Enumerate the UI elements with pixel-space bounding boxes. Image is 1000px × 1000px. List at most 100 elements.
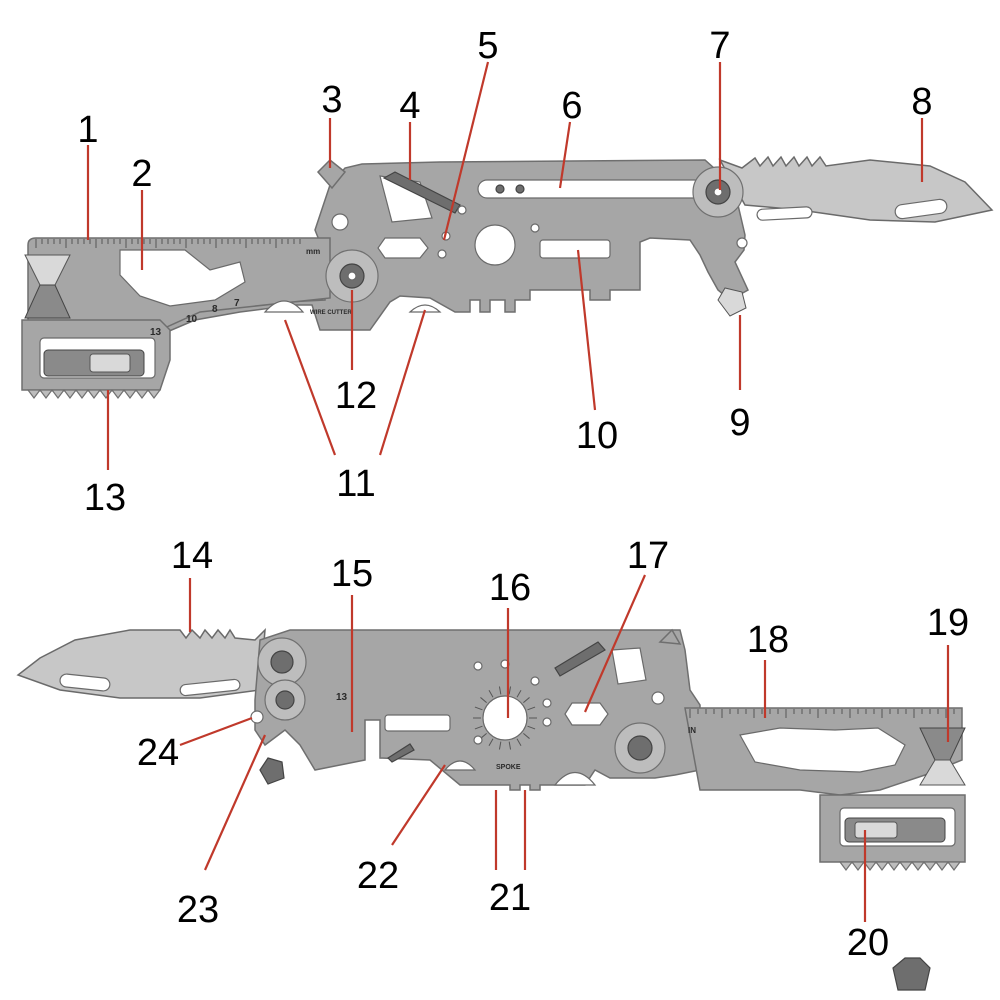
top-hook-spike: [316, 158, 347, 190]
leader-lines: [86, 61, 950, 922]
spoke-wrench-tick: [488, 690, 494, 698]
bottom-stored-bit-tip: [854, 821, 898, 839]
spoke-wrench-tick: [474, 725, 483, 730]
leader-11b: [378, 309, 427, 456]
bottom-blade-slot-rear: [179, 678, 241, 697]
spoke-wrench-tick: [523, 733, 530, 739]
top-breaker-bit: [717, 287, 747, 317]
bottom-small-hole-g: [473, 735, 483, 745]
leader-23: [203, 734, 267, 871]
spoke-wrench-tick: [527, 725, 536, 730]
top-hex-hole: [377, 237, 429, 259]
top-screw-center: [347, 271, 357, 281]
callout-1: 1: [77, 109, 98, 151]
spoke-wrench-tick: [498, 686, 502, 695]
callout-15: 15: [331, 553, 373, 595]
callout-23: 23: [177, 889, 219, 931]
bottom-small-hole-e: [542, 698, 552, 708]
bottom-screw-left: [275, 690, 295, 710]
spoke-wrench-tick: [488, 738, 494, 746]
bottom-lanyard-hole: [250, 710, 264, 724]
callout-20: 20: [847, 922, 889, 964]
callout-14: 14: [171, 535, 213, 577]
spoke-wrench-tick: [516, 738, 522, 746]
leader-5: [442, 61, 490, 241]
spoke-wrench-tick: [508, 686, 512, 695]
top-hex-wrench-cutout: [119, 249, 246, 307]
top-stored-bit-tip: [89, 353, 131, 373]
top-ruler-ticks: [35, 239, 301, 248]
bottom-small-hole-f: [542, 717, 552, 727]
top-wire-cutter-mark: WIRE CUTTER: [310, 310, 352, 316]
leader-17: [583, 574, 647, 713]
callout-2: 2: [131, 153, 152, 195]
top-wire-cutter-notch: [263, 300, 305, 313]
callout-6: 6: [561, 85, 582, 127]
bottom-size-13: 13: [336, 692, 348, 703]
top-small-hole-e: [736, 237, 748, 249]
leader-10: [576, 249, 597, 411]
top-size-13: 13: [150, 327, 162, 338]
top-blade-slot: [894, 198, 948, 220]
callout-4: 4: [399, 85, 420, 127]
bottom-bottle-notch: [553, 771, 597, 786]
spoke-wrench-tick: [474, 706, 483, 711]
leader-24: [179, 716, 253, 747]
top-wire-hook: [382, 171, 461, 214]
callout-22: 22: [357, 855, 399, 897]
top-small-pin: [457, 205, 467, 215]
top-rect-slot: [539, 239, 611, 259]
bottom-unit-mark: IN: [688, 726, 696, 735]
bottom-small-hole-b: [473, 661, 483, 671]
bottom-spoke-wrench-hole: [482, 695, 528, 741]
bottom-hex-hole: [564, 702, 609, 726]
top-small-hole-d: [530, 223, 540, 233]
top-small-hole-a: [331, 213, 349, 231]
bottom-small-hole-a: [651, 691, 665, 705]
callout-7: 7: [709, 25, 730, 67]
bottom-view: IN 13 SPOKE: [16, 628, 966, 991]
callout-9: 9: [729, 402, 750, 444]
bottom-breaker-bit: [259, 757, 285, 785]
callout-8: 8: [911, 81, 932, 123]
bottom-spoke-wrench-ticks: [473, 686, 537, 750]
leader-11a: [283, 319, 337, 456]
spoke-wrench-tick: [480, 697, 487, 703]
top-long-slot: [477, 179, 704, 199]
spoke-wrench-tick: [508, 741, 512, 750]
bottom-wire-hook: [554, 641, 606, 677]
callout-24: 24: [137, 732, 179, 774]
top-size-7: 7: [234, 298, 240, 309]
callout-13: 13: [84, 477, 126, 519]
bottom-hook-spike: [658, 628, 682, 645]
top-slot-rivet-a: [495, 184, 505, 194]
callout-3: 3: [321, 79, 342, 121]
bottom-blade-slot: [59, 673, 111, 692]
top-round-hole: [474, 224, 516, 266]
top-view: mm 13 10 8 7 WIRE CUTTER: [21, 155, 994, 399]
top-slot-rivet-b: [515, 184, 525, 194]
callout-12: 12: [335, 375, 377, 417]
bottom-pivot-screw: [270, 650, 294, 674]
bottom-hex-wrench-cutout: [739, 727, 906, 773]
top-small-hole-c: [437, 249, 447, 259]
bottom-screw: [627, 735, 653, 761]
top-unit-mark: mm: [306, 247, 320, 256]
spoke-wrench-tick: [498, 741, 502, 750]
spoke-wrench-tick: [523, 697, 530, 703]
bottom-saw-teeth: [838, 861, 962, 871]
bottom-spoke-mark: SPOKE: [496, 764, 521, 771]
bottom-triangle-cutout: [611, 647, 647, 685]
callout-numbers: 1 2 3 4 5 6 7 8 9 10 11 12 13 14 15 16 1…: [77, 25, 969, 964]
callout-16: 16: [489, 567, 531, 609]
top-saw-teeth: [26, 389, 162, 399]
bottom-opener-notch: [443, 760, 477, 771]
top-blade-slot-rear: [756, 206, 813, 221]
callout-19: 19: [927, 602, 969, 644]
callout-18: 18: [747, 619, 789, 661]
loose-hex-bit: [892, 957, 931, 991]
leader-6: [558, 121, 572, 189]
bottom-ruler-ticks: [689, 709, 955, 718]
callout-5: 5: [477, 25, 498, 67]
